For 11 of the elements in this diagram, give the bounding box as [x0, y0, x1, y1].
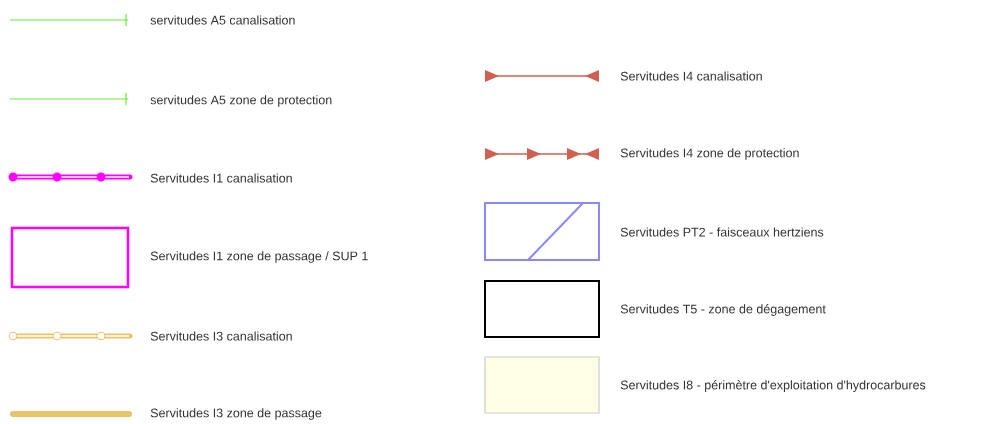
legend-label: Servitudes I1 canalisation	[150, 173, 292, 183]
legend-label: Servitudes I4 canalisation	[620, 71, 762, 81]
legend-label: servitudes A5 zone de protection	[150, 95, 332, 107]
legend-label: servitudes A5 canalisation	[150, 15, 295, 25]
legend-label: Servitudes I8 - périmètre d'exploitation d'hydrocarbures	[620, 380, 926, 392]
legend-label: Servitudes I1 zone de passage / SUP 1	[150, 251, 368, 263]
legend-label: Servitudes I3 zone de passage	[150, 408, 322, 420]
legend-label: Servitudes PT2 - faisceaux hertziens	[620, 227, 824, 237]
legend-label: Servitudes I4 zone de protection	[620, 148, 799, 160]
legend-label: Servitudes T5 - zone de dégagement	[620, 304, 826, 316]
legend-label: Servitudes I3 canalisation	[150, 331, 292, 341]
